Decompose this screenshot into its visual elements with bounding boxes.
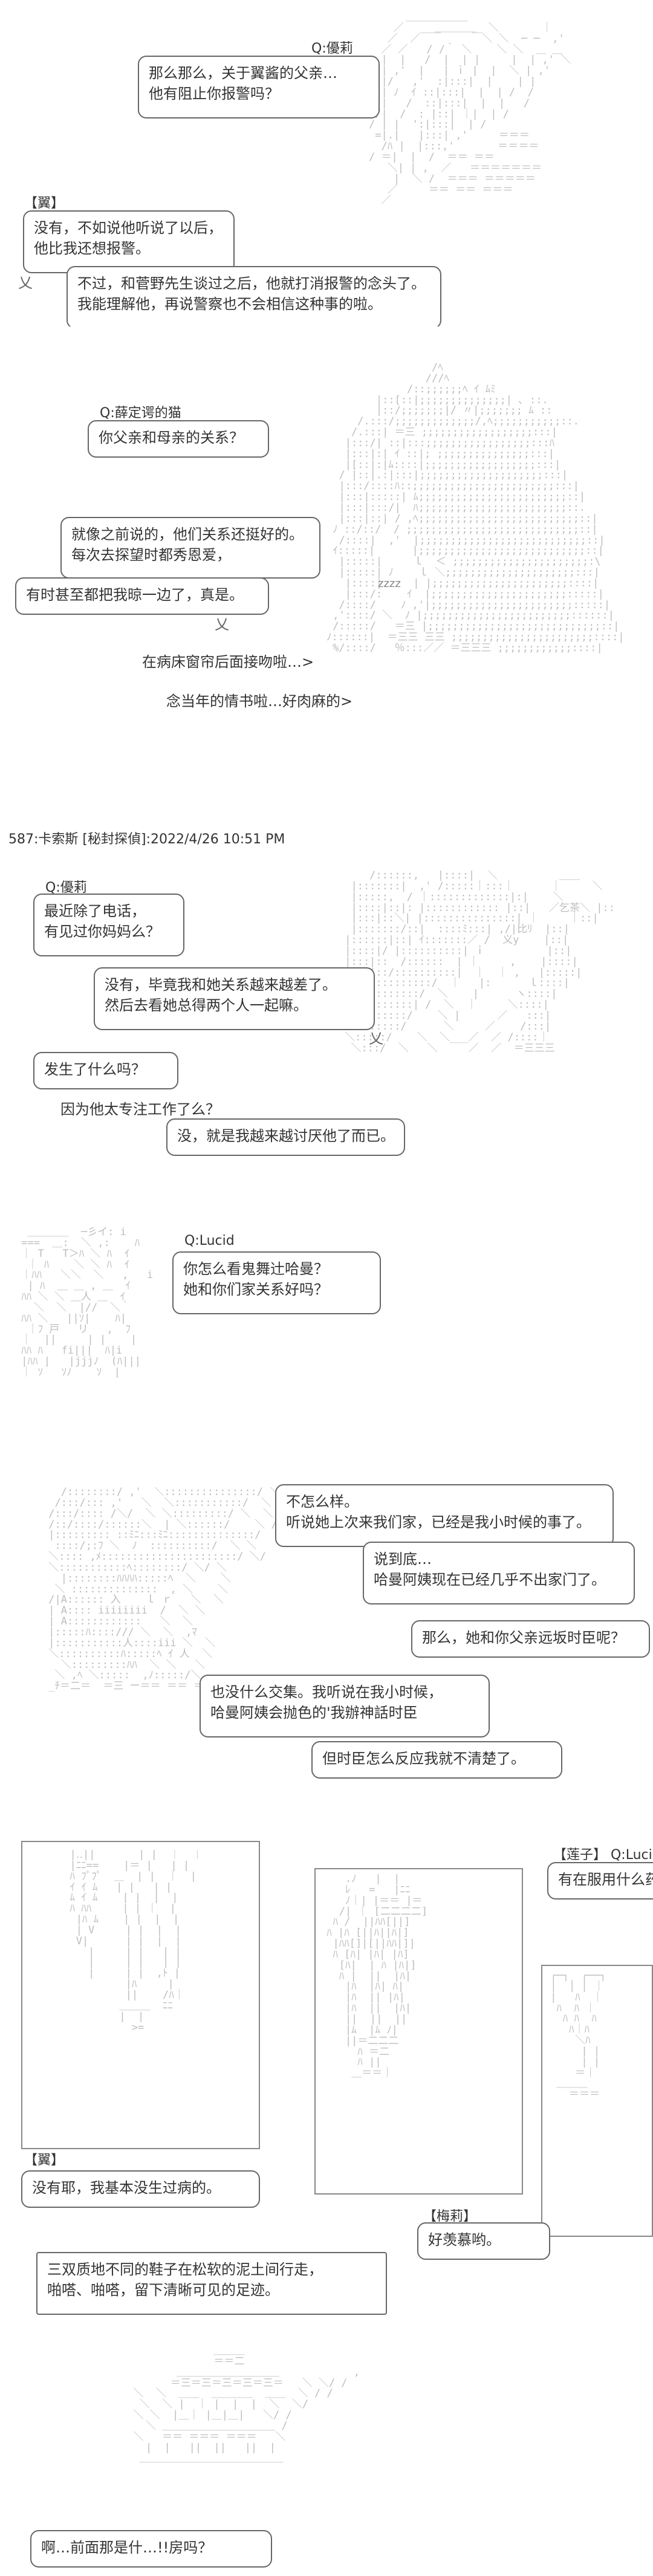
bubble-text: 哈曼阿姨现在已经几乎不出家门了。: [374, 1571, 606, 1588]
speech-bubble: 发生了什么吗？: [33, 1052, 178, 1089]
speech-bubble: 那么，她和你父亲远坂时臣呢？: [411, 1620, 650, 1658]
inset-frame: [541, 1965, 653, 2237]
speech-bubble: 好羡慕哟。: [417, 2222, 550, 2260]
inset-frame: [314, 1868, 523, 2195]
bubble-text: 没有，毕竟我和她关系越来越差了。: [105, 976, 337, 993]
ascii-art-figure: |‥|| | | ｜ ｜ |ﾆﾆ== |＝ | | | ﾊ ﾌﾟﾌﾟ ＿ | |…: [70, 1850, 203, 2034]
speech-bubble: 但时臣怎么反应我就不清楚了。: [311, 1741, 562, 1779]
bubble-text: 不怎么样。: [286, 1493, 359, 1510]
speech-bubble: 没，就是我越来越讨厌他了而已。: [166, 1118, 405, 1156]
speaker-label: Q:優莉: [311, 41, 353, 56]
bubble-text: 每次去探望时都秀恩爱，: [71, 547, 231, 563]
tail-icon: 乂: [215, 616, 229, 633]
bubble-text: 没有，不如说他听说了以后，: [34, 219, 223, 236]
aside-text: 在病床窗帘后面接吻啦…>: [142, 654, 314, 670]
bubble-text: 哈曼阿姨会抛色的'我辦神話时臣: [210, 1704, 418, 1721]
narration-box: 三双质地不同的鞋子在松软的泥土间行走， 啪嗒、啪嗒，留下清晰可见的足迹。: [36, 2252, 387, 2315]
bubble-text: 有时甚至都把我晾一边了，真是。: [26, 586, 244, 603]
bubble-text: 那么，她和你父亲远坂时臣呢？: [422, 1629, 625, 1646]
speech-bubble: 不过，和菅野先生谈过之后，他就打消报警的念头了。 我能理解他，再说警察也不会相信…: [67, 266, 441, 326]
inset-frame: [21, 1841, 260, 2149]
bubble-text: 她和你们家关系好吗？: [183, 1281, 328, 1298]
narration-text: 三双质地不同的鞋子在松软的泥土间行走，: [47, 2261, 323, 2278]
speech-bubble: 最近除了电话， 有见过你妈妈么？: [33, 894, 184, 956]
bubble-text: 发生了什么吗？: [44, 1061, 146, 1078]
tail-icon: 乂: [369, 1030, 383, 1047]
bubble-text: 好羡慕哟。: [428, 2231, 501, 2248]
bubble-text: 他有阻止你报警吗？: [149, 85, 279, 102]
bubble-text: 最近除了电话，: [44, 903, 146, 920]
aside-text: 因为他太专注工作了么？: [60, 1101, 220, 1118]
ascii-art-figure: .ﾉ | | ﾚ = |ﾆﾆ ﾉ｜| |＝＝ |＝ /| ｜ [二二二二] ﾊ …: [326, 1874, 428, 2080]
panel-5: /::::::::/ ,' ＼:::::::::::::::/ ＼ /:::/:…: [0, 1469, 653, 1796]
bubble-text: 你怎么看鬼舞辻哈曼？: [183, 1260, 328, 1277]
ascii-art-figure: ＿＿＿＿ ─彡イ: i === ＿: ＼ ,: ﾊ ｜ T T＞ﾊ ＼ ﾊ ｲ …: [21, 1227, 154, 1378]
ascii-art-figure: ＿＿＿ ＝＝二 ＿＿＿＿＿＿＿＿＿＿ , ＝三＝三＝三＝三＝三＝ ＼ ＼/ / …: [133, 2346, 360, 2465]
speaker-label: 【莲子】 Q:Lucid: [553, 1848, 653, 1863]
panel-6: |‥|| | | ｜ ｜ |ﾆﾆ== |＝ | | | ﾊ ﾌﾟﾌﾟ ＿ | |…: [0, 1814, 653, 2315]
speech-bubble: 你父亲和母亲的关系？: [88, 420, 269, 458]
bubble-text: 也没什么交集。我听说在我小时候，: [210, 1684, 443, 1701]
bubble-text: 就像之前说的，他们关系还挺好的。: [71, 526, 304, 543]
speech-bubble: 不怎么样。 听说她上次来我们家，已经是我小时候的事了。: [275, 1484, 614, 1547]
bubble-text: 啊…前面那是什…!!房吗？: [41, 2539, 213, 2556]
speech-bubble: 有时甚至都把我晾一边了，真是。: [15, 577, 269, 615]
speech-bubble: 说到底… 哈曼阿姨现在已经几乎不出家门了。: [363, 1542, 635, 1604]
bubble-text: 你父亲和母亲的关系？: [99, 429, 244, 446]
speech-bubble: 就像之前说的，他们关系还挺好的。 每次去探望时都秀恩爱，: [60, 517, 320, 579]
bubble-text: 没，就是我越来越讨厌他了而已。: [177, 1127, 395, 1144]
bubble-text: 他比我还想报警。: [34, 240, 150, 257]
tail-icon: 乂: [18, 274, 33, 291]
ascii-art-figure: ┌─┐ ┌──┐ │ │ │ ｜ | ﾊ ｜ ﾊ ﾊ ｜ ﾊ ﾊ ﾊ ﾊ｜ﾊ ＼…: [550, 1971, 606, 2101]
bubble-text: 我能理解他，再说警察也不会相信这种事的啦。: [77, 296, 382, 313]
speech-bubble: 你怎么看鬼舞辻哈曼？ 她和你们家关系好吗？: [172, 1251, 381, 1314]
post-timestamp: 587:卡索斯 [秘封探偵]:2022/4/26 10:51 PM: [8, 832, 285, 847]
speaker-label: 【梅莉】: [423, 2209, 477, 2224]
bubble-text: 然后去看她总得两个人一起嘛。: [105, 997, 308, 1014]
panel-2: /ﾍ ///ﾍ /::;;;;;;ﾍ ｲ ﾑﾐ |::[::|;;;;;;;;;…: [0, 339, 653, 822]
bubble-text: 听说她上次来我们家，已经是我小时候的事了。: [286, 1514, 591, 1531]
ascii-art-figure: /::::::::/ ,' ＼:::::::::::::::/ ＼ /:::/:…: [48, 1487, 280, 1693]
panel-1: ＿＿＿＿＿＿ ／ ＿＿＿＿ ＼ ｜ ／ ／￣￣ ￣＼ ＼ ─ ─ ,' ／ ／ …: [0, 0, 653, 326]
aside-text: 念当年的情书啦…好肉麻的>: [166, 693, 353, 710]
bubble-text: 但时臣怎么反应我就不清楚了。: [322, 1750, 525, 1767]
snore-text: zzzz: [378, 577, 401, 590]
bubble-text: 那么那么，关于翼酱的父亲…: [149, 65, 337, 82]
ascii-art-figure: /ﾍ ///ﾍ /::;;;;;;ﾍ ｲ ﾑﾐ |::[::|;;;;;;;;;…: [326, 363, 625, 654]
bubble-text: 说到底…: [374, 1551, 432, 1568]
speaker-label: Q:薛定谔的猫: [100, 406, 181, 421]
panel-4: ＿＿＿＿ ─彡イ: i === ＿: ＼ ,: ﾊ ｜ T T＞ﾊ ＼ ﾊ ｲ …: [0, 1215, 653, 1457]
speech-bubble: 也没什么交集。我听说在我小时候， 哈曼阿姨会抛色的'我辦神話时臣: [200, 1675, 490, 1737]
ascii-art-figure: ＿＿＿＿＿＿ ／ ＿＿＿＿ ＼ ｜ ／ ／￣￣ ￣＼ ＼ ─ ─ ,' ／ ／ …: [369, 12, 571, 207]
narration-text: 啪嗒、啪嗒，留下清晰可见的足迹。: [47, 2282, 279, 2299]
bubble-text: 不过，和菅野先生谈过之后，他就打消报警的念头了。: [77, 275, 426, 292]
speech-bubble: 没有，毕竟我和她关系越来越差了。 然后去看她总得两个人一起嘛。: [94, 967, 375, 1030]
bubble-text: 有在服用什么药: [558, 1871, 653, 1888]
speech-bubble: 没有，不如说他听说了以后， 他比我还想报警。: [23, 210, 235, 273]
speech-bubble: 有在服用什么药: [547, 1862, 653, 1900]
speaker-label: 【翼】: [24, 196, 65, 211]
speech-bubble: 没有耶，我基本没生过病的。: [21, 2170, 260, 2208]
speaker-label: 【翼】: [24, 2153, 65, 2168]
speaker-label: Q:Lucid: [184, 1233, 235, 1248]
speech-bubble: 那么那么，关于翼酱的父亲… 他有阻止你报警吗？: [138, 56, 380, 118]
bubble-text: 没有耶，我基本没生过病的。: [32, 2179, 221, 2196]
panel-7: ＿＿＿ ＝＝二 ＿＿＿＿＿＿＿＿＿＿ , ＝三＝三＝三＝三＝三＝ ＼ ＼/ / …: [0, 2334, 653, 2576]
panel-3: /::::::, |::::| ＼ ＿＿ |:::::::| ,' /:::::…: [0, 858, 653, 1197]
bubble-text: 有见过你妈妈么？: [44, 923, 160, 940]
speaker-label: Q:優莉: [45, 880, 87, 895]
speech-bubble: 啊…前面那是什…!!房吗？: [30, 2530, 272, 2568]
